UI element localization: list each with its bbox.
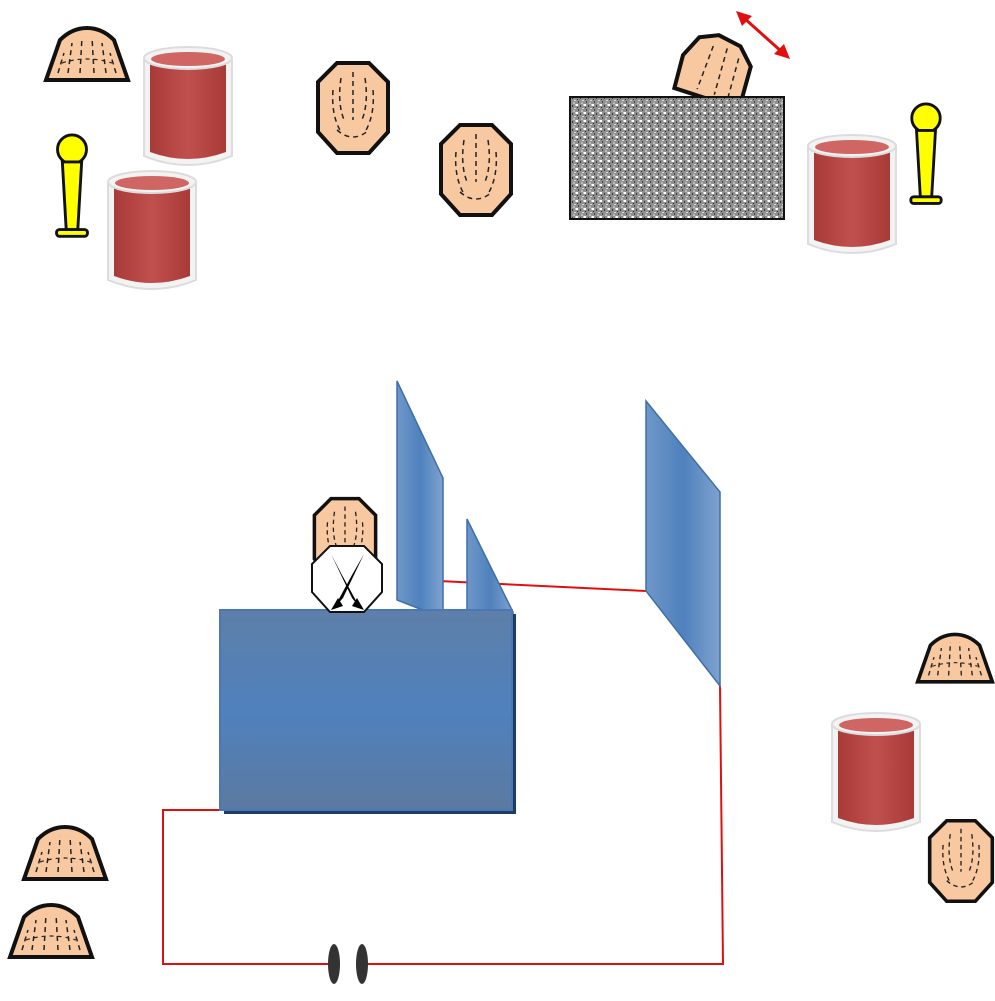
capacitor-icon bbox=[328, 944, 368, 984]
face-top-icon bbox=[22, 825, 108, 881]
tilted-head bbox=[671, 33, 753, 112]
face-top-icon bbox=[44, 26, 130, 82]
bottom-scene bbox=[8, 380, 995, 984]
microphone-icon bbox=[909, 102, 943, 205]
microphone-icon bbox=[55, 133, 89, 238]
panel-icon bbox=[645, 398, 721, 689]
crossed-hands-icon bbox=[311, 545, 383, 613]
cylinder-icon bbox=[806, 133, 898, 255]
face-front-icon bbox=[930, 821, 993, 902]
face-top-icon bbox=[915, 632, 995, 684]
main-box bbox=[219, 609, 516, 814]
cylinder-icon bbox=[106, 169, 198, 291]
double-arrow-icon bbox=[736, 11, 790, 59]
top-scene bbox=[44, 11, 943, 291]
face-top-icon bbox=[8, 903, 94, 959]
panel-icon bbox=[396, 380, 444, 620]
face-front-icon bbox=[318, 63, 388, 153]
textured-block-icon bbox=[569, 96, 785, 220]
cylinder-icon bbox=[143, 46, 233, 166]
face-front-icon bbox=[441, 125, 511, 215]
panel-icon bbox=[466, 518, 514, 619]
cylinder-icon bbox=[830, 711, 922, 833]
